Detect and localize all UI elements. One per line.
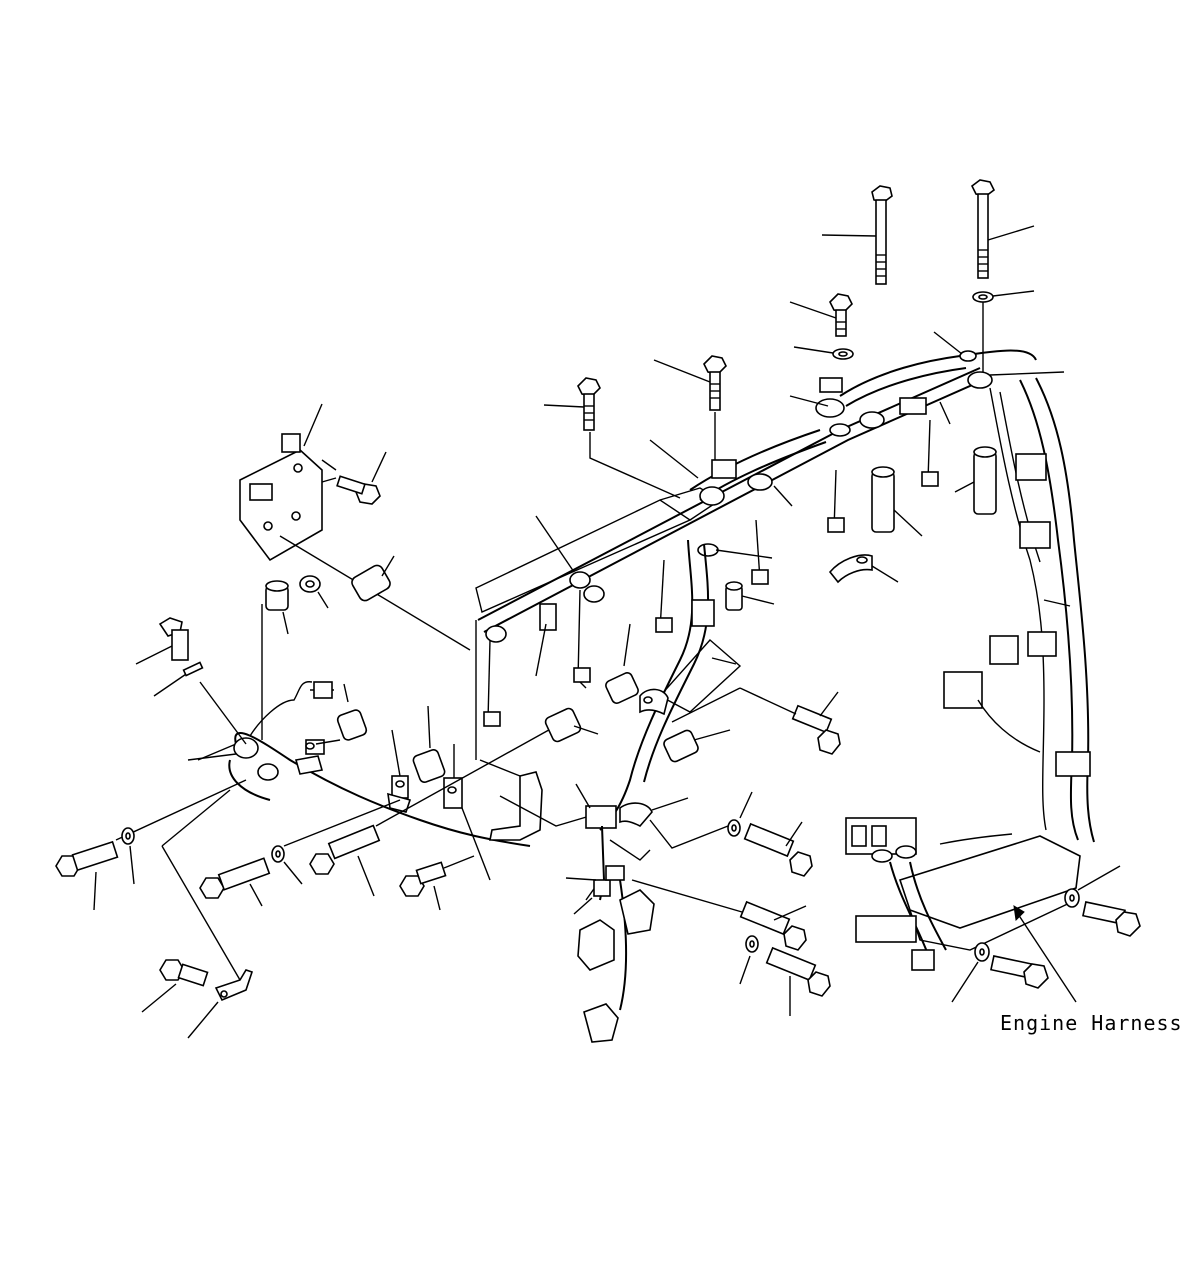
clamp-left-2 [387, 729, 412, 813]
clamp-center-mid [639, 688, 669, 716]
bolt-left-long-1 [55, 779, 247, 911]
bolt-center-top [653, 355, 727, 478]
bolt-left-flange [135, 617, 204, 697]
clamp-center-lower [575, 783, 729, 849]
washer-right-lower-1 [1064, 865, 1121, 908]
long-bolt-left [821, 185, 893, 285]
bolt-left-long-2 [199, 857, 271, 907]
bolt-left-bottom [141, 959, 209, 1013]
bolt-left-top [543, 377, 681, 499]
bolt-center-right-3 [765, 946, 831, 1016]
clamp-left-3 [443, 744, 491, 881]
bolt-left-long-4 [399, 855, 475, 911]
caption-engine-harness: Engine Harness [1000, 1011, 1183, 1035]
spacer-center-1 [605, 623, 639, 704]
harness-main-rail [475, 349, 1037, 633]
bolt-center-right-2 [631, 879, 807, 951]
harness-center-drops [483, 419, 939, 727]
long-bolt-right [970, 179, 1035, 279]
bracket-curved-mid [828, 554, 899, 584]
washer-left-2 [121, 827, 135, 885]
washer-right-lower-2 [951, 942, 990, 1003]
spacer-left-3 [336, 683, 368, 741]
clamps-top-rail [649, 331, 1065, 559]
spacer-left-2 [261, 580, 289, 740]
harness-center-loop [599, 539, 742, 831]
clamp-left-rail [485, 515, 605, 677]
washer-left-3 [271, 799, 401, 885]
short-bolt-top [789, 293, 853, 337]
bolt-center-right-1 [743, 821, 813, 877]
washer-center-right [727, 791, 753, 837]
harness-right-drop [989, 377, 1095, 843]
spacer-left-4 [412, 705, 446, 783]
washer-center-bottom [739, 935, 759, 985]
washer-short-bolt [793, 346, 854, 360]
harness-left-loop [161, 681, 531, 981]
spacer-tall-mid [871, 466, 923, 537]
spacer-left-5 [544, 707, 599, 743]
bolt-left-long-3 [309, 725, 557, 897]
spacer-small-center [725, 581, 775, 611]
spacer-left-1 [351, 555, 395, 602]
clamp-left-1 [294, 739, 341, 775]
caption-arrow [1013, 905, 1077, 1003]
harness-center-bottom [565, 825, 655, 1043]
washer-top-right [972, 290, 1035, 372]
washer-left-1 [299, 575, 329, 609]
bolt-center-mid [671, 687, 841, 755]
bolt-plate [321, 451, 387, 505]
harness-lower-right-block [845, 635, 1081, 971]
bolt-right-lower-2 [990, 955, 1049, 989]
bolt-right-lower-1 [1082, 901, 1141, 937]
spacer-tall-right [954, 446, 997, 515]
mounting-plate [239, 403, 471, 651]
spacer-center-2 [663, 729, 731, 763]
clip-left-bottom [187, 969, 254, 1039]
